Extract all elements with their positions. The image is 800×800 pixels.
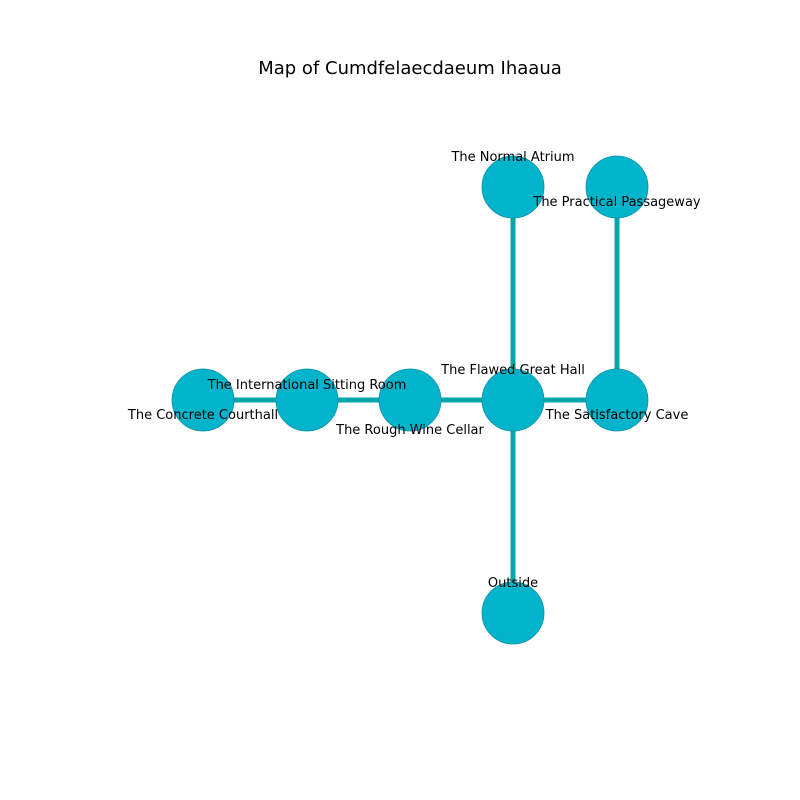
room-node-international-sitting-room[interactable] xyxy=(275,368,339,432)
room-label-practical-passageway: The Practical Passageway xyxy=(532,195,701,210)
room-label-concrete-courthall: The Concrete Courthall xyxy=(127,408,278,423)
room-label-satisfactory-cave: The Satisfactory Cave xyxy=(545,408,689,423)
room-label-rough-wine-cellar: The Rough Wine Cellar xyxy=(335,423,484,438)
room-node-concrete-courthall[interactable] xyxy=(171,368,235,432)
room-label-international-sitting-room: The International Sitting Room xyxy=(207,378,407,393)
room-label-normal-atrium: The Normal Atrium xyxy=(450,150,574,165)
room-node-flawed-great-hall[interactable] xyxy=(481,368,545,432)
room-label-outside: Outside xyxy=(488,576,538,591)
room-node-practical-passageway[interactable] xyxy=(585,155,649,219)
rooms-layer xyxy=(171,155,649,645)
room-node-outside[interactable] xyxy=(481,581,545,645)
room-node-rough-wine-cellar[interactable] xyxy=(378,368,442,432)
room-label-flawed-great-hall: The Flawed Great Hall xyxy=(440,363,585,378)
room-node-normal-atrium[interactable] xyxy=(481,155,545,219)
room-node-satisfactory-cave[interactable] xyxy=(585,368,649,432)
map-title: Map of Cumdfelaecdaeum Ihaaua xyxy=(258,58,562,79)
